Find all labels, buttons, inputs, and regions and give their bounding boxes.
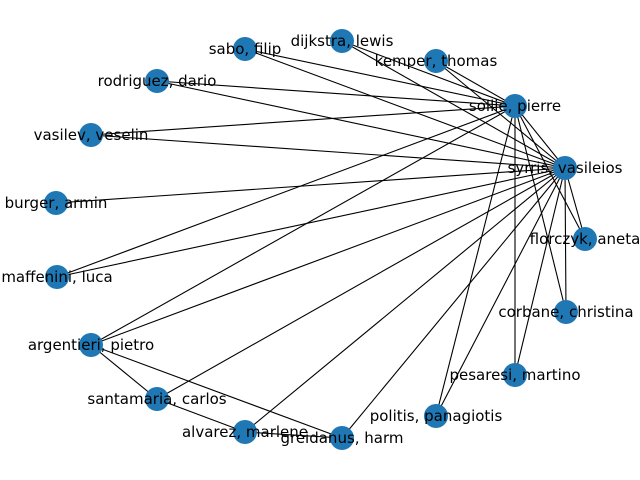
node-maffenini[interactable] [45, 265, 69, 289]
node-florczyk[interactable] [573, 227, 597, 251]
node-dijkstra[interactable] [330, 29, 354, 53]
edge-argentieri-greidanus [90, 344, 343, 439]
node-label-argentieri: argentieri, pietro [28, 336, 154, 354]
node-burger[interactable] [44, 191, 68, 215]
edge-sollie-corbane [514, 105, 567, 313]
edge-syrris-kemper [435, 60, 566, 169]
edge-syrris-greidanus [341, 167, 566, 439]
edge-syrris-argentieri [90, 167, 566, 346]
edge-sollie-maffenini [56, 105, 516, 278]
edge-sollie-florczyk [514, 105, 586, 240]
edge-syrris-rodriguez [156, 80, 566, 169]
edge-syrris-corbane [564, 167, 567, 313]
node-sollie[interactable] [503, 94, 527, 118]
edge-syrris-alvarez [244, 167, 566, 433]
node-label-rodriguez: rodriguez, dario [98, 72, 217, 90]
node-label-alvarez: alvarez, marlene [182, 423, 308, 441]
edge-sollie-syrris [514, 105, 566, 169]
edge-syrris-florczyk [564, 167, 586, 240]
edge-syrris-pesaresi [514, 167, 566, 376]
node-politis[interactable] [424, 404, 448, 428]
label-layer: sollie, pierre syrris, vasileios florczyk,… [1, 32, 640, 447]
node-layer [44, 29, 597, 450]
node-label-vasilev: vasilev, veselin [34, 126, 149, 144]
node-label-syrris: syrris, vasileios [508, 159, 623, 177]
edge-sollie-argentieri [90, 105, 516, 346]
node-label-burger: burger, armin [5, 194, 108, 212]
edge-argentieri-santamaria [90, 344, 158, 400]
edge-syrris-dijkstra [341, 40, 566, 169]
edge-sollie-vasilev [90, 105, 516, 136]
node-label-corbane: corbane, christina [498, 303, 633, 321]
edge-syrris-santamaria [156, 167, 566, 400]
node-label-politis: politis, panagiotis [370, 407, 503, 425]
node-vasilev[interactable] [79, 123, 103, 147]
node-label-sollie: sollie, pierre [469, 97, 561, 115]
edge-santamaria-alvarez [156, 398, 246, 433]
edge-alvarez-greidanus [244, 431, 343, 439]
node-label-santamaria: santamaria, carlos [87, 390, 226, 408]
edge-syrris-vasilev [90, 134, 566, 169]
node-label-sabo: sabo, filip [209, 40, 282, 58]
edge-syrris-sabo [244, 48, 566, 169]
node-alvarez[interactable] [233, 420, 257, 444]
edge-sollie-politis [435, 105, 516, 417]
edge-sollie-kemper [435, 60, 516, 107]
node-label-pesaresi: pesaresi, martino [449, 366, 580, 384]
edge-syrris-burger [55, 167, 566, 204]
edge-layer [55, 40, 586, 439]
node-sabo[interactable] [233, 37, 257, 61]
node-santamaria[interactable] [145, 387, 169, 411]
node-rodriguez[interactable] [145, 69, 169, 93]
edge-sollie-rodriguez [156, 80, 516, 107]
edge-syrris-maffenini [56, 167, 566, 278]
edge-syrris-politis [435, 167, 566, 417]
node-greidanus[interactable] [330, 426, 354, 450]
node-kemper[interactable] [424, 49, 448, 73]
node-corbane[interactable] [554, 300, 578, 324]
node-label-florczyk: florczyk, aneta [530, 230, 640, 248]
node-syrris[interactable] [553, 156, 577, 180]
node-pesaresi[interactable] [503, 363, 527, 387]
node-label-dijkstra: dijkstra, lewis [291, 32, 394, 50]
edge-sollie-dijkstra [341, 40, 516, 107]
node-argentieri[interactable] [79, 333, 103, 357]
edge-sollie-sabo [244, 48, 516, 107]
node-label-maffenini: maffenini, luca [1, 268, 112, 286]
node-label-greidanus: greidanus, harm [280, 429, 403, 447]
node-label-kemper: kemper, thomas [375, 52, 498, 70]
